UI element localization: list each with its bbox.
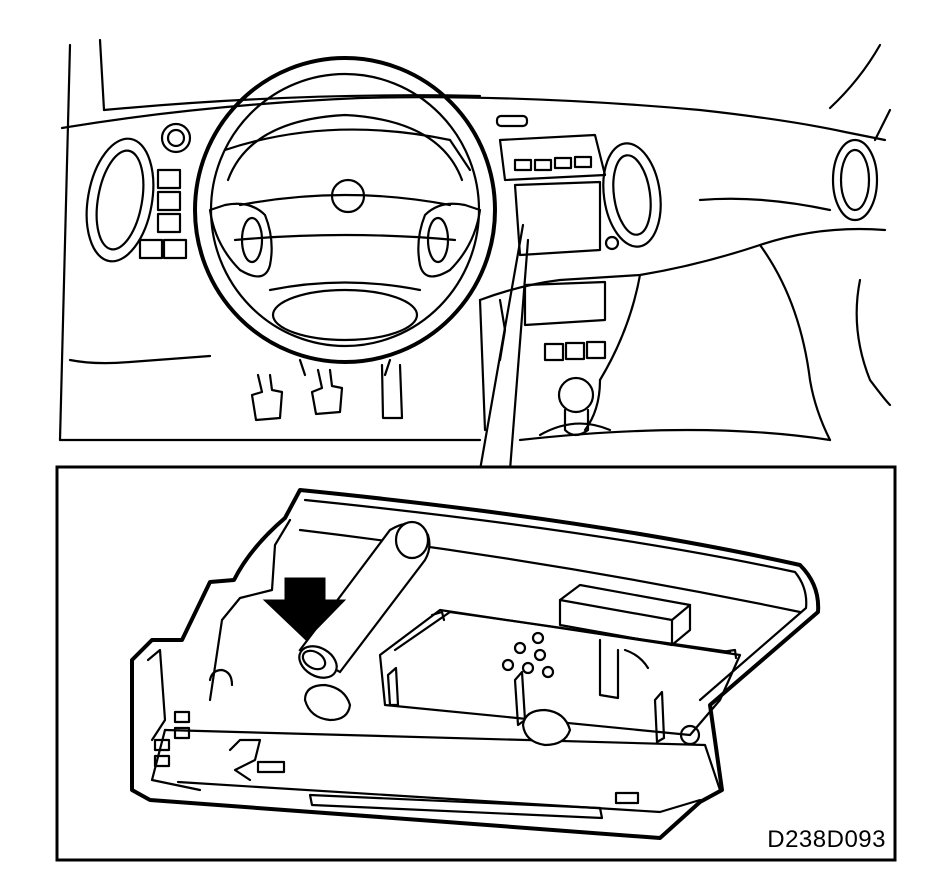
center-right-air-vent <box>602 142 662 251</box>
detail-inset <box>55 465 897 862</box>
pedals <box>250 363 404 422</box>
down-arrow-icon <box>262 577 347 641</box>
bumpers <box>208 668 701 747</box>
lamp-holder <box>298 520 431 679</box>
left-air-vent <box>85 137 155 263</box>
center-console <box>478 114 612 437</box>
far-right-air-vent <box>831 138 879 222</box>
dashboard-overview <box>58 38 892 472</box>
figure-reference-code: D238D093 <box>767 826 886 853</box>
circuit-board <box>378 583 742 744</box>
steering-wheel <box>193 56 497 377</box>
